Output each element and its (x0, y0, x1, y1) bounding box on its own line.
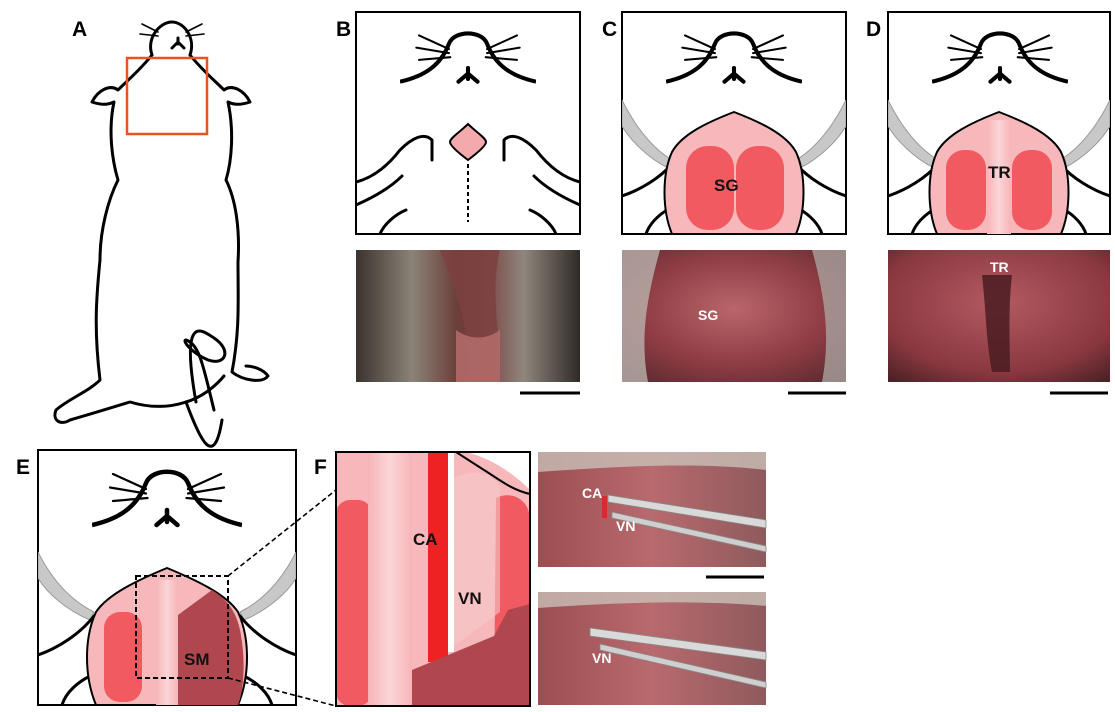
panel-f: F CA VN CA VN (314, 452, 766, 706)
panel-d-photo: TR (888, 250, 1110, 382)
label-sm: SM (184, 650, 210, 669)
panel-f-photo-top: CA VN (538, 452, 766, 567)
rat-full-body-outline (55, 22, 268, 446)
panel-c-photo: SG (622, 250, 846, 382)
panel-b-letter: B (336, 18, 351, 41)
panel-f-photo-bottom: VN (538, 592, 766, 705)
gland-retracted-left (946, 150, 986, 230)
photo-label-vn-top: VN (616, 518, 635, 534)
panel-c-letter: C (602, 18, 617, 41)
salivary-gland-right (736, 146, 784, 230)
photo-label-vn-bottom: VN (592, 650, 611, 666)
photo-label-ca: CA (582, 485, 602, 501)
panel-d-letter: D (866, 18, 881, 41)
panel-a: A (55, 18, 268, 446)
carotid-artery (428, 452, 448, 662)
panel-e: E SM (16, 450, 336, 706)
panel-b: B (336, 12, 580, 393)
vagus-nerve (448, 452, 454, 652)
label-tr: TR (988, 163, 1011, 182)
zoom-gland-left (336, 500, 372, 706)
photo-label-sg: SG (698, 307, 718, 323)
panel-b-photo (356, 250, 580, 382)
photo-label-tr: TR (990, 259, 1009, 275)
zoom-trachea (368, 452, 412, 706)
panel-d: D TR TR (866, 12, 1110, 393)
gland-retracted-right (1012, 150, 1052, 230)
panel-c: C SG SG (602, 12, 846, 393)
label-vn: VN (458, 589, 482, 608)
panel-a-letter: A (72, 18, 87, 41)
panel-e-letter: E (16, 456, 30, 479)
panel-f-letter: F (314, 456, 327, 479)
label-sg: SG (714, 176, 739, 195)
label-ca: CA (413, 530, 438, 549)
trachea (156, 580, 178, 705)
